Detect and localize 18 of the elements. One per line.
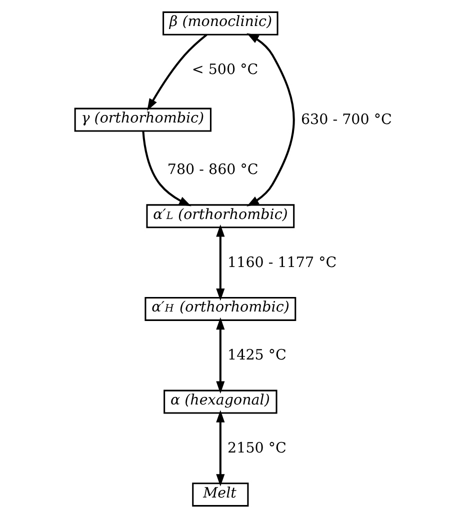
node-box: α′H (orthorhombic) <box>144 297 296 321</box>
arrow <box>147 34 208 111</box>
arrow <box>246 33 295 206</box>
edge-label: < 500 °C <box>192 62 258 78</box>
arrow <box>216 410 225 486</box>
node-box: Melt <box>192 482 249 507</box>
node-box: γ (orthorhombic) <box>74 108 212 132</box>
arrow <box>216 224 225 301</box>
node-box: β (monoclinic) <box>162 11 278 36</box>
edge-label: 2150 °C <box>228 440 286 456</box>
edge-label: 1160 - 1177 °C <box>228 254 337 271</box>
arrow <box>142 131 192 206</box>
node-box: α (hexagonal) <box>164 390 278 414</box>
node-box: α′L (orthorhombic) <box>146 204 295 228</box>
edge-label: 1425 °C <box>228 348 286 364</box>
edge-label: 630 - 700 °C <box>300 112 392 128</box>
arrow <box>216 317 225 394</box>
edge-label: 780 - 860 °C <box>167 162 258 178</box>
